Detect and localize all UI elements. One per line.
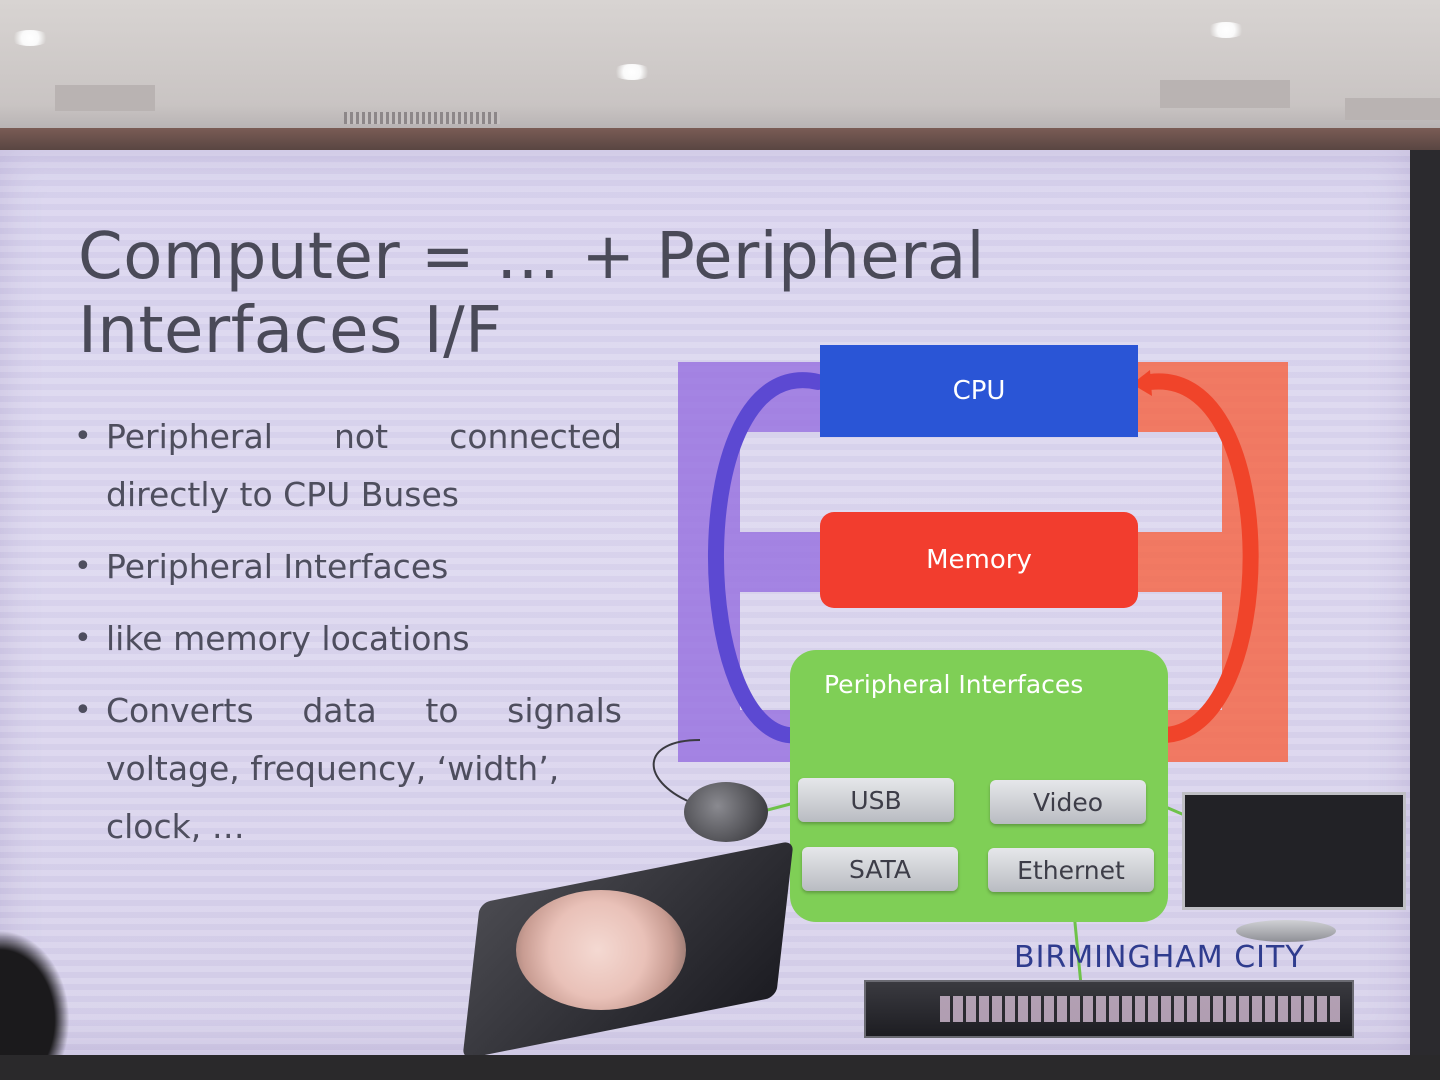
slide-title: Computer = … + Peripheral Interfaces I/F	[78, 220, 1078, 368]
ethernet-interface: Ethernet	[988, 848, 1154, 892]
floor	[0, 1055, 1440, 1080]
bus-diagram	[652, 362, 1288, 996]
bullet-text: clock, …	[106, 807, 245, 846]
bullet-text: Peripheral not connected	[106, 417, 622, 456]
right-bus-arrow	[1142, 373, 1259, 744]
title-line-1: Computer = … + Peripheral	[78, 220, 985, 294]
right-arrow-head-top	[1132, 370, 1152, 396]
bullet-item: • like memory locations	[72, 610, 632, 668]
bullet-item: • Peripheral Interfaces	[72, 538, 632, 596]
memory-box: Memory	[820, 512, 1138, 608]
cpu-box: CPU	[820, 345, 1138, 437]
bullet-item: • Peripheral not connected directly to C…	[72, 408, 632, 524]
title-line-2: Interfaces I/F	[78, 294, 503, 368]
left-bus-arrow	[708, 372, 826, 744]
bullet-text: voltage, frequency, ‘width’,	[106, 749, 560, 788]
monitor-image	[1182, 792, 1406, 910]
bullet-dot: •	[74, 693, 92, 728]
ceiling	[0, 0, 1440, 150]
usb-interface: USB	[798, 778, 954, 822]
bullet-dot: •	[74, 419, 92, 454]
bullet-text: Converts data to signals	[106, 691, 622, 730]
switch-ports	[940, 996, 1340, 1022]
bullet-dot: •	[74, 549, 92, 584]
ceiling-light	[10, 30, 50, 46]
ceiling-panel	[1345, 98, 1440, 120]
university-logo: BIRMINGHAM CITY	[1014, 940, 1305, 975]
sata-interface: SATA	[802, 847, 958, 891]
mouse-image	[684, 782, 768, 842]
peripheral-interfaces-label: Peripheral Interfaces	[824, 670, 1084, 699]
ceiling-light	[612, 64, 652, 80]
screen-edge	[1410, 150, 1440, 1055]
bullet-text: like memory locations	[106, 619, 470, 658]
projected-slide: Computer = … + Peripheral Interfaces I/F…	[0, 150, 1410, 1055]
monitor-stand	[1236, 920, 1336, 942]
bullet-item: • Converts data to signals voltage, freq…	[72, 682, 632, 856]
bullet-text: Peripheral Interfaces	[106, 547, 449, 586]
bullet-dot: •	[74, 621, 92, 656]
ceiling-panel	[55, 85, 155, 111]
mouse-cable	[652, 739, 701, 803]
left-bus-frame	[678, 362, 822, 762]
hard-disk-platter	[516, 890, 686, 1010]
ceiling-panel	[1160, 80, 1290, 108]
bullet-list: • Peripheral not connected directly to C…	[72, 408, 632, 856]
bullet-text: directly to CPU Buses	[106, 475, 459, 514]
ceiling-vent	[344, 112, 500, 124]
ceiling-light	[1206, 22, 1246, 38]
video-interface: Video	[990, 780, 1146, 824]
right-bus-frame	[1138, 362, 1288, 762]
